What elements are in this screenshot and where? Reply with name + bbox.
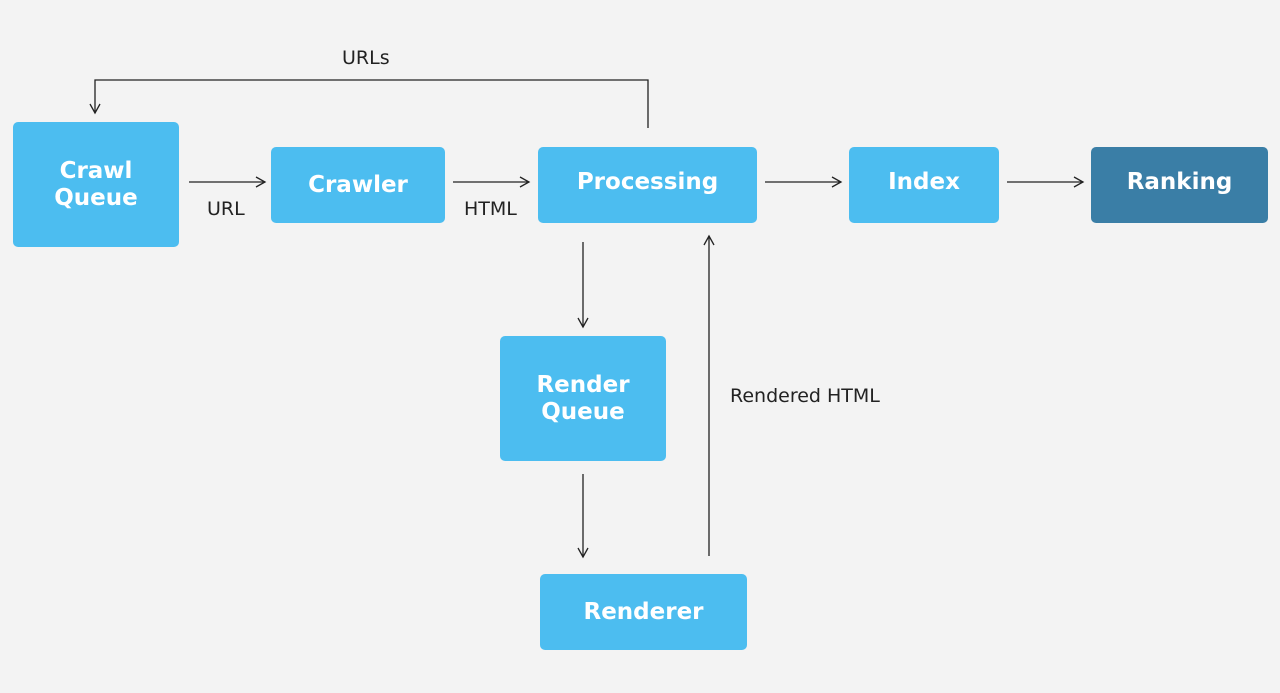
node-renderer-label: Renderer [583, 598, 704, 625]
node-ranking-label: Ranking [1126, 168, 1233, 195]
edge-label-rendered-html: Rendered HTML [730, 385, 880, 407]
edge-label-urls: URLs [342, 47, 390, 69]
arrow-processing-to-crawl-queue [89, 79, 649, 128]
node-crawl-queue-label-line1: Crawl [59, 157, 133, 184]
node-index: Index [849, 147, 999, 223]
node-crawler-label: Crawler [308, 171, 408, 198]
node-render-queue: Render Queue [500, 336, 666, 461]
node-renderer: Renderer [540, 574, 747, 650]
edge-label-url: URL [207, 198, 245, 220]
node-crawl-queue: Crawl Queue [13, 122, 179, 247]
node-index-label: Index [888, 168, 960, 195]
node-ranking: Ranking [1091, 147, 1268, 223]
node-render-queue-label-line1: Render [536, 371, 630, 398]
node-processing-label: Processing [576, 168, 719, 195]
node-processing: Processing [538, 147, 757, 223]
edge-label-html: HTML [464, 198, 517, 220]
node-crawl-queue-label-line2: Queue [54, 184, 138, 211]
node-render-queue-label-line2: Queue [541, 398, 625, 425]
node-crawler: Crawler [271, 147, 445, 223]
